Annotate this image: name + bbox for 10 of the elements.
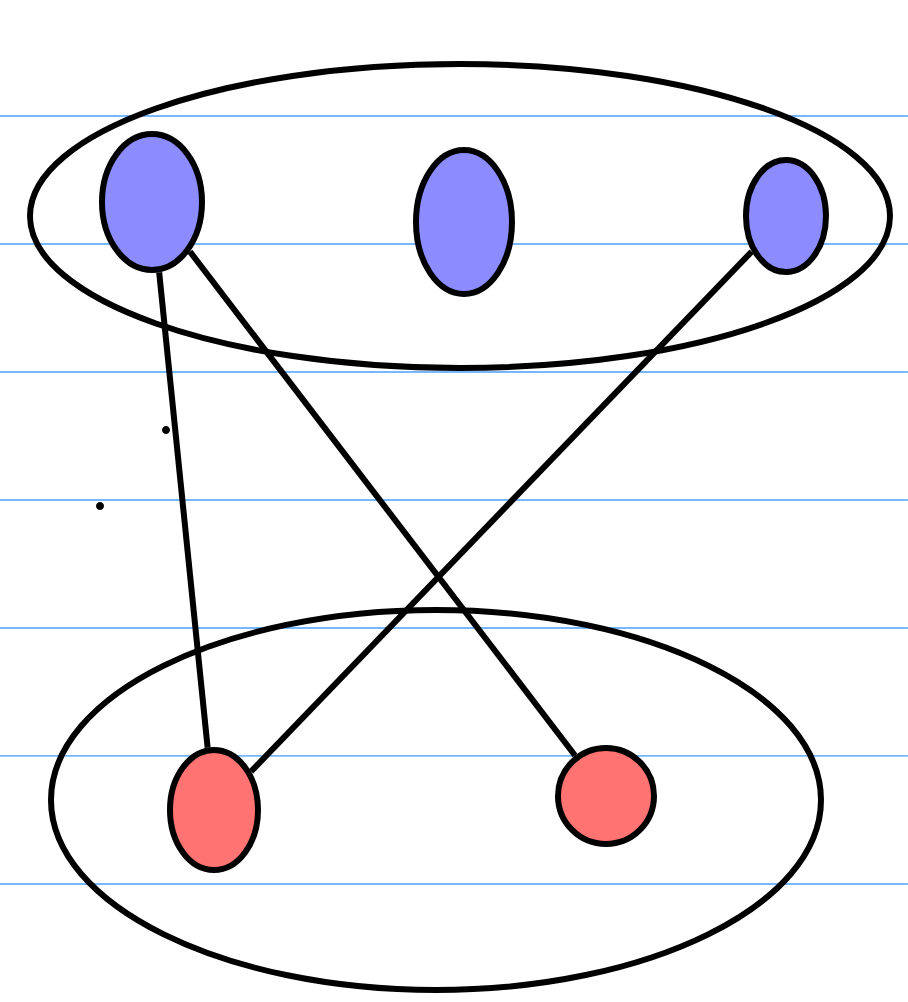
connector-line xyxy=(249,249,754,774)
loop-outline xyxy=(27,61,893,371)
connector-line xyxy=(187,249,578,758)
oval-node xyxy=(555,745,657,847)
connector-line xyxy=(156,272,211,748)
loop-outline xyxy=(48,607,824,993)
oval-node xyxy=(743,157,829,275)
oval-node xyxy=(167,747,261,873)
oval-node xyxy=(413,147,515,297)
oval-node xyxy=(99,131,205,273)
